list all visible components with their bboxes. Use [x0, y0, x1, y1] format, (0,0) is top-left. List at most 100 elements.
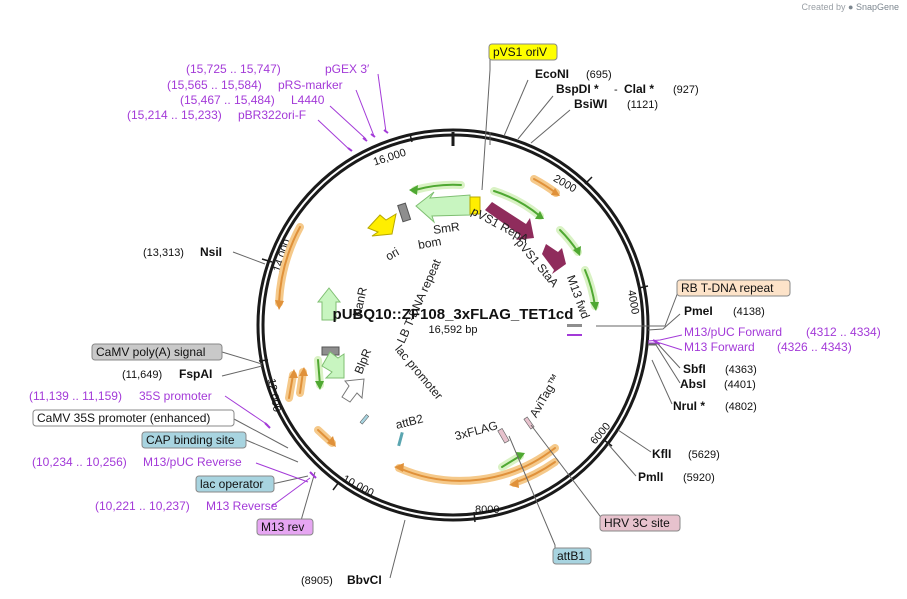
boxed-labels: pVS1 oriV RB T-DNA repeat CaMV poly(A) s…	[32, 43, 791, 565]
primer-mark-35s	[264, 422, 271, 429]
green-arc-bottom-line	[501, 455, 521, 468]
primer-marks	[264, 129, 661, 479]
tick-16000	[409, 133, 413, 143]
box-m13-rev-text: M13 rev	[261, 520, 304, 534]
primer-pbr322-range: (15,214 .. 15,233)	[127, 108, 222, 122]
arrowhead-orange-s1	[289, 369, 298, 378]
box-hrv	[599, 514, 681, 532]
box-cap-text: CAP binding site	[146, 433, 235, 447]
label-lac-promoter: lac promoter	[392, 342, 446, 402]
arrowhead-green-top	[409, 185, 418, 195]
label-avitag: AviTag™	[527, 371, 563, 419]
plasmid-name: pUBQ10::ZF108_3xFLAG_TET1cd	[333, 306, 574, 323]
inner-features	[316, 191, 582, 447]
box-35s-enh	[32, 409, 235, 427]
blpr-arrow	[321, 351, 345, 379]
tick-4000	[638, 285, 649, 289]
primer-prs-range: (15,565 .. 15,584)	[167, 78, 262, 92]
primer-pgex3-name: pGEX 3′	[325, 62, 370, 76]
tick-6000	[603, 439, 613, 447]
leader-camv-polya	[221, 351, 263, 365]
credit: Created by ● SnapGene	[801, 2, 899, 12]
enzyme-pmli: PmlI	[638, 470, 663, 484]
enzyme-bbvci-pos: (8905)	[301, 575, 333, 587]
box-pvs1-oriv-text: pVS1 oriV	[493, 45, 547, 59]
orange-arc-left-line	[278, 226, 301, 304]
primer-35s-name: 35S promoter	[139, 389, 212, 403]
leader-35s-primer	[224, 395, 269, 426]
arrowhead-orange-bottom	[394, 463, 404, 472]
leader-rb	[596, 291, 679, 327]
leader-fspai	[221, 365, 263, 377]
primer-mark-l4440	[362, 137, 368, 142]
enzyme-nrui: NruI *	[673, 399, 705, 413]
tick-label-12000: 12,000	[265, 378, 283, 413]
box-attb1-text: attB1	[557, 549, 585, 563]
enzyme-absi-pos: (4401)	[724, 379, 756, 391]
leader-35s-enh	[233, 418, 289, 449]
leader-pvs1-oriv	[481, 58, 491, 191]
bom-marker	[397, 202, 412, 223]
enzyme-econi: EcoNI	[535, 67, 569, 81]
enzyme-sbfi-pos: (4363)	[725, 364, 757, 376]
leader-m13-rev	[299, 471, 316, 525]
enzyme-bspdi: BspDI *	[556, 82, 599, 96]
lac-operator-marker	[359, 414, 370, 425]
tick-label-4000: 4000	[625, 289, 641, 315]
leader-pmli	[607, 443, 637, 477]
box-rb	[676, 279, 791, 297]
primer-mark-m13rev	[309, 471, 317, 479]
primer-pbr322-name: pBR322ori-F	[238, 108, 306, 122]
lac-promoter-arrow	[341, 378, 365, 403]
primer-m13puc-rev-range: (10,234 .. 10,256)	[32, 455, 127, 469]
enzyme-clai: ClaI *	[624, 82, 654, 96]
green-arc-right1-line	[493, 190, 541, 217]
label-blpr: BlpR	[352, 346, 375, 376]
box-lac-operator	[195, 475, 275, 493]
leader-nsii	[232, 251, 266, 265]
enzyme-pmei: PmeI	[684, 304, 713, 318]
box-attb1	[552, 547, 592, 565]
arrowhead-orange-s2	[299, 367, 308, 376]
box-m13-rev	[256, 518, 314, 536]
leader-m13puc-rev	[255, 462, 309, 483]
backbone-outer	[256, 128, 650, 522]
pvs1-staa-arrow	[542, 244, 566, 274]
smr-arrow	[415, 191, 471, 224]
primer-prs-name: pRS-marker	[278, 78, 343, 92]
arrowhead-green-r1	[535, 211, 544, 219]
box-cap	[141, 431, 247, 449]
primer-m13-reverse-name: M13 Reverse	[206, 499, 278, 513]
primer-m13-reverse-range: (10,221 .. 10,237)	[95, 499, 190, 513]
pvs1-repa-arrow	[485, 202, 534, 240]
box-hrv-text: HRV 3C site	[604, 516, 670, 530]
tick-14000	[261, 258, 273, 263]
leader-lac-operator	[271, 475, 309, 485]
green-small-left-line	[317, 359, 321, 386]
box-camv-polya	[91, 343, 223, 361]
label-3xflag: 3xFLAG	[453, 418, 499, 443]
arrowhead-orange-bottom2	[509, 479, 519, 488]
primer-labels: (15,725 .. 15,747) pGEX 3′ (15,565 .. 15…	[29, 62, 881, 513]
leader-pmei	[647, 313, 681, 331]
primer-mark-pgex3	[383, 129, 389, 134]
leader-pbr322	[317, 119, 352, 152]
label-bom: bom	[417, 234, 442, 252]
box-rb-text: RB T-DNA repeat	[681, 281, 774, 295]
enzyme-fspai: FspAI	[179, 367, 212, 381]
leader-l4440	[329, 105, 367, 140]
leader-hrv	[530, 424, 604, 521]
orange-arc-bottom-line	[398, 447, 556, 482]
primer-l4440-name: L4440	[291, 93, 325, 107]
box-lac-operator-text: lac operator	[200, 477, 263, 491]
tick-12000	[258, 359, 269, 362]
arrowhead-orange-left	[275, 300, 284, 310]
credit-brand: SnapGene	[855, 2, 899, 12]
label-kanr: KanR	[350, 286, 370, 319]
green-arc-right2-line	[559, 229, 579, 253]
enzyme-econi-pos: (695)	[586, 69, 612, 81]
primer-l4440-range: (15,467 .. 15,484)	[180, 93, 275, 107]
primer-mark-prs	[370, 133, 376, 138]
pvs1-oriv-marker	[469, 196, 481, 215]
